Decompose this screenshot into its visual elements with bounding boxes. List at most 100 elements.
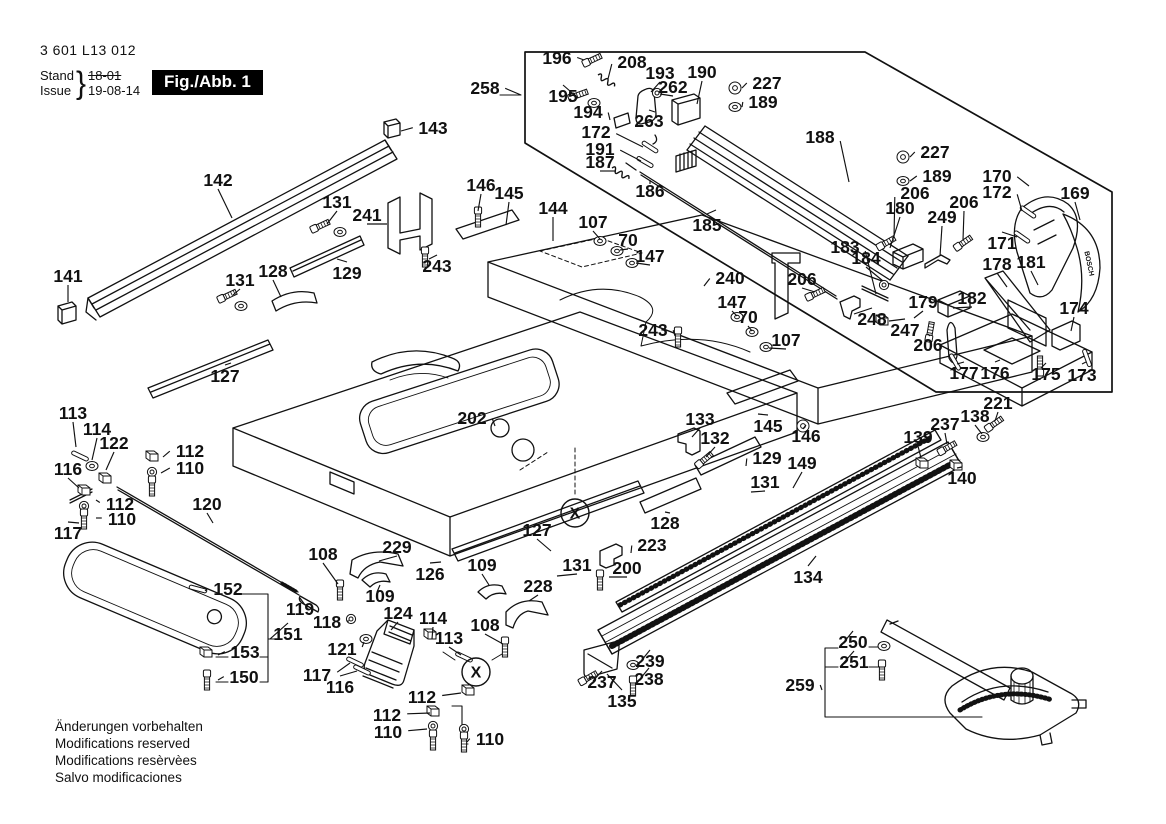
part-label-227: 227 [752, 73, 781, 93]
part-label-110: 110 [374, 722, 402, 742]
part-label-114: 114 [419, 608, 447, 628]
part-label-249: 249 [927, 207, 956, 227]
clamp-109a [361, 572, 391, 588]
part-label-110: 110 [176, 458, 204, 478]
part-label-182: 182 [957, 288, 986, 308]
part-label-239: 239 [635, 651, 664, 671]
part-label-108: 108 [308, 544, 337, 564]
part-label-121: 121 [327, 639, 356, 659]
knob-124 [362, 619, 415, 689]
part-label-247: 247 [890, 320, 919, 340]
part-label-206: 206 [787, 269, 816, 289]
x-marker-circle [461, 657, 491, 687]
part-label-128: 128 [650, 513, 679, 533]
part-label-138: 138 [960, 406, 989, 426]
part-label-118: 118 [313, 612, 341, 632]
bosch-cover-169 [1062, 213, 1101, 313]
plate-135 [583, 641, 620, 678]
part-label-107: 107 [771, 330, 800, 350]
rod-120 [116, 486, 320, 613]
part-label-109: 109 [467, 555, 496, 575]
part-label-240: 240 [715, 268, 744, 288]
stand-issue-labels: Stand Issue [40, 68, 74, 98]
ruler-rail-149 [615, 429, 942, 613]
part-label-221: 221 [983, 393, 1012, 413]
part-label-190: 190 [687, 62, 716, 82]
part-label-153: 153 [230, 642, 259, 662]
part-label-145: 145 [753, 416, 782, 436]
part-label-172: 172 [982, 182, 1011, 202]
modification-notices: Änderungen vorbehalten Modifications res… [55, 718, 203, 786]
part-label-178: 178 [982, 254, 1011, 274]
rail-142 [85, 139, 398, 321]
x-marker-symbol: X [471, 665, 482, 682]
old-date: 18-01 [88, 68, 122, 83]
fence-rail-188 [686, 125, 909, 281]
part-label-131: 131 [322, 192, 351, 212]
part-label-112: 112 [106, 494, 134, 514]
part-label-263: 263 [634, 111, 663, 131]
part-label-108: 108 [470, 615, 499, 635]
part-label-146: 146 [466, 175, 495, 195]
part-label-134: 134 [793, 567, 822, 587]
part-label-189: 189 [922, 166, 951, 186]
part-label-227: 227 [920, 142, 949, 162]
part-label-145: 145 [494, 183, 523, 203]
part-label-144: 144 [538, 198, 567, 218]
bracket-259-group [824, 646, 983, 718]
part-label-128: 128 [258, 261, 287, 281]
part-label-147: 147 [717, 292, 746, 312]
part-label-250: 250 [838, 632, 867, 652]
part-label-132: 132 [700, 428, 729, 448]
part-label-133: 133 [685, 409, 714, 429]
part-label-202: 202 [457, 408, 486, 428]
part-label-193: 193 [645, 63, 674, 83]
part-label-107: 107 [578, 212, 607, 232]
part-label-179: 179 [908, 292, 937, 312]
part-label-243: 243 [638, 320, 667, 340]
x-marker-symbol: X [570, 506, 581, 523]
clamp-109b [477, 584, 507, 600]
bracket-151-group [215, 593, 279, 683]
part-label-259: 259 [785, 675, 814, 695]
u-bracket-241 [387, 192, 433, 255]
extension-table-144 [487, 214, 1033, 425]
part-label-113: 113 [435, 628, 463, 648]
part-label-127: 127 [210, 366, 239, 386]
part-label-238: 238 [634, 669, 663, 689]
cover-plate [63, 541, 247, 655]
part-label-110: 110 [108, 509, 136, 529]
part-label-127: 127 [522, 520, 551, 540]
notice-fr: Modifications resèrvèes [55, 753, 197, 768]
end-clip-143 [383, 118, 401, 139]
plate-128b [639, 477, 702, 514]
part-label-146: 146 [791, 426, 820, 446]
part-label-195: 195 [548, 86, 577, 106]
part-label-194: 194 [573, 102, 602, 122]
part-label-191: 191 [585, 139, 614, 159]
part-label-258: 258 [470, 78, 499, 98]
part-label-173: 173 [1067, 365, 1096, 385]
part-label-184: 184 [851, 248, 880, 268]
part-label-200: 200 [612, 558, 641, 578]
part-label-171: 171 [987, 233, 1016, 253]
bracket-128a [271, 290, 318, 312]
part-label-116: 116 [54, 459, 82, 479]
part-label-70: 70 [618, 230, 638, 250]
part-label-149: 149 [787, 453, 816, 473]
part-label-206: 206 [913, 335, 942, 355]
type-number: 3 601 L13 012 [40, 42, 137, 58]
title-block: 3 601 L13 012 Stand Issue } 18-01 19-08-… [40, 42, 140, 99]
rail-129a [289, 235, 365, 278]
part-label-206: 206 [900, 183, 929, 203]
main-table [232, 311, 798, 557]
part-label-189: 189 [748, 92, 777, 112]
part-label-117: 117 [54, 523, 82, 543]
part-label-131: 131 [225, 270, 254, 290]
part-label-170: 170 [982, 166, 1011, 186]
part-label-142: 142 [203, 170, 232, 190]
part-label-241: 241 [352, 205, 381, 225]
part-label-180: 180 [885, 198, 914, 218]
part-label-177: 177 [949, 363, 978, 383]
